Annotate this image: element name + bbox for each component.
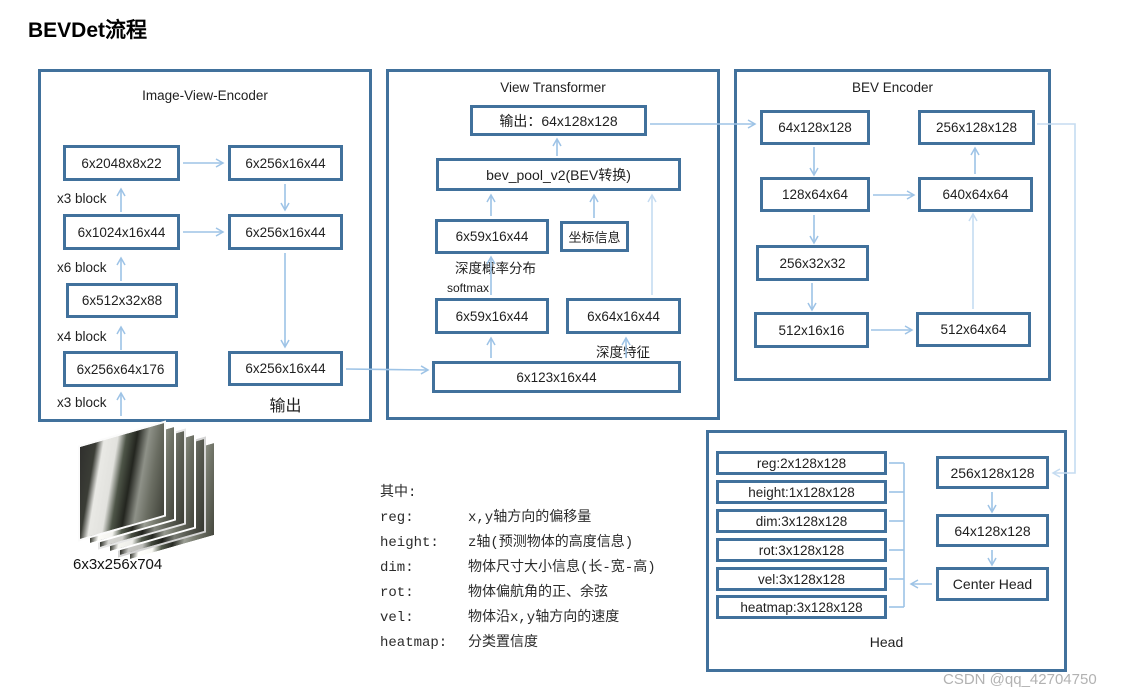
- vt-input-box: 6x123x16x44: [432, 361, 681, 393]
- bev-box-640x64x64: 640x64x64: [918, 177, 1033, 212]
- vt-depth-prob-box: 6x59x16x44: [435, 219, 549, 254]
- view-transformer-container: [386, 69, 720, 420]
- head-title: Head: [869, 634, 904, 650]
- legend-desc: x,y轴方向的偏移量: [468, 510, 592, 526]
- legend-desc: z轴(预测物体的高度信息): [468, 535, 634, 551]
- image-view-encoder-container: [38, 69, 372, 422]
- legend-term: rot:: [380, 585, 414, 601]
- ive-right-box-2: 6x256x16x44: [228, 214, 343, 250]
- legend-row: dim: 物体尺寸大小信息(长-宽-高): [380, 556, 656, 581]
- head-mid-box: 64x128x128: [936, 514, 1049, 547]
- head-reg-box: reg:2x128x128: [716, 451, 887, 475]
- head-vel-box: vel:3x128x128: [716, 567, 887, 591]
- bev-box-256x128x128: 256x128x128: [918, 110, 1035, 145]
- vt-bev-pool-box: bev_pool_v2(BEV转换): [436, 158, 681, 191]
- legend-term: dim:: [380, 560, 414, 576]
- legend-term: reg:: [380, 510, 414, 526]
- ive-left-box-3: 6x512x32x88: [66, 283, 178, 318]
- ive-left-box-1: 6x2048x8x22: [63, 145, 180, 181]
- legend-row: vel: 物体沿x,y轴方向的速度: [380, 606, 656, 631]
- bev-box-256x32x32: 256x32x32: [756, 245, 869, 281]
- ive-block-label-2: x6 block: [57, 260, 107, 275]
- head-dim-box: dim:3x128x128: [716, 509, 887, 533]
- camera-image-stack: [78, 420, 218, 563]
- vt-coord-info-box: 坐标信息: [560, 221, 629, 252]
- vt-depth-feat-label: 深度特征: [596, 345, 650, 360]
- bev-box-128x64x64: 128x64x64: [760, 177, 870, 212]
- head-height-box: height:1x128x128: [716, 480, 887, 504]
- head-center-head-box: Center Head: [936, 567, 1049, 601]
- legend-desc: 物体偏航角的正、余弦: [468, 585, 608, 601]
- head-rot-box: rot:3x128x128: [716, 538, 887, 562]
- legend-desc: 物体尺寸大小信息(长-宽-高): [468, 560, 656, 576]
- legend-term: vel:: [380, 610, 414, 626]
- legend-term: 其中:: [380, 485, 417, 501]
- bev-box-512x64x64: 512x64x64: [916, 312, 1031, 347]
- ive-right-box-1: 6x256x16x44: [228, 145, 343, 181]
- ive-block-label-1: x3 block: [57, 191, 107, 206]
- ive-right-box-3: 6x256x16x44: [228, 351, 343, 386]
- vt-output-box: 输出：64x128x128: [470, 105, 647, 136]
- page-title: BEVDet流程: [28, 19, 148, 42]
- legend-row: height: z轴(预测物体的高度信息): [380, 531, 656, 556]
- bev-box-64x128x128: 64x128x128: [760, 110, 870, 145]
- ive-output-label: 输出: [269, 398, 302, 415]
- view-transformer-title: View Transformer: [500, 80, 606, 95]
- vt-depth-logits-box: 6x59x16x44: [435, 298, 549, 334]
- vt-depth-prob-label: 深度概率分布: [455, 261, 536, 276]
- vt-softmax-label: softmax: [447, 281, 490, 295]
- legend-row: reg: x,y轴方向的偏移量: [380, 506, 656, 531]
- legend-desc: 物体沿x,y轴方向的速度: [468, 610, 620, 626]
- legend: 其中: reg:x,y轴方向的偏移量 height:z轴(预测物体的高度信息) …: [380, 481, 656, 656]
- legend-row: heatmap: 分类置信度: [380, 631, 656, 656]
- ive-left-box-4: 6x256x64x176: [63, 351, 178, 387]
- head-container: [706, 430, 1067, 672]
- head-input-box: 256x128x128: [936, 456, 1049, 489]
- watermark: CSDN @qq_42704750: [943, 671, 1097, 688]
- ive-block-label-3: x4 block: [57, 329, 107, 344]
- head-heatmap-box: heatmap:3x128x128: [716, 595, 887, 619]
- bev-encoder-title: BEV Encoder: [851, 80, 934, 95]
- legend-term: heatmap:: [380, 635, 448, 651]
- legend-term: height:: [380, 535, 439, 551]
- legend-heading: 其中:: [380, 481, 656, 506]
- legend-row: rot: 物体偏航角的正、余弦: [380, 581, 656, 606]
- ive-block-label-4: x3 block: [57, 395, 107, 410]
- image-view-encoder-title: Image-View-Encoder: [142, 88, 268, 103]
- legend-desc: 分类置信度: [468, 635, 538, 651]
- vt-depth-feat-box: 6x64x16x44: [566, 298, 681, 334]
- bev-box-512x16x16: 512x16x16: [754, 312, 869, 348]
- input-shape-label: 6x3x256x704: [73, 556, 163, 573]
- ive-left-box-2: 6x1024x16x44: [63, 214, 180, 250]
